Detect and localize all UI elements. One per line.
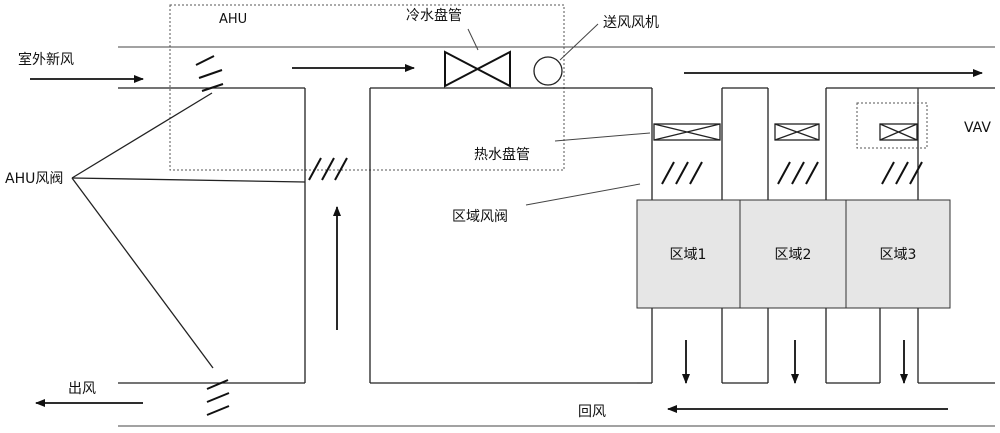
return-ducts <box>637 308 995 384</box>
zone-damper-label: 区域风阀 <box>452 209 508 225</box>
supply-fan-symbol <box>533 56 563 86</box>
chilled-coil-symbol <box>444 50 511 88</box>
mixing-damper-symbol <box>308 157 348 181</box>
exhaust-air-label: 出风 <box>68 381 96 397</box>
zone-ducts <box>651 87 995 200</box>
ahu-damper-leaders <box>71 92 306 369</box>
zone-damper-symbols <box>661 161 923 185</box>
return-air-label: 回风 <box>578 404 606 420</box>
outdoor-air-label: 室外新风 <box>18 51 74 68</box>
chilled-coil-label: 冷水盘管 <box>406 7 462 24</box>
exhaust-damper-symbol <box>206 379 230 416</box>
supply-duct <box>118 46 995 384</box>
zone-label-2: 区域2 <box>775 247 812 263</box>
flow-arrows <box>30 64 983 413</box>
zone-box-3 <box>845 199 951 309</box>
zone-boxes: 区域1 区域2 区域3 <box>636 199 951 309</box>
supply-fan-label: 送风风机 <box>603 15 659 31</box>
hot-coil-symbols <box>653 123 918 141</box>
zone-box-2 <box>739 199 847 309</box>
hot-coil-label: 热水盘管 <box>474 146 530 163</box>
outdoor-damper-symbol <box>195 55 224 92</box>
ahu-damper-label: AHU风阀 <box>5 171 63 187</box>
zone-label-1: 区域1 <box>670 247 707 263</box>
zone-label-3: 区域3 <box>880 247 917 263</box>
ahu-label: AHU <box>219 12 247 27</box>
exhaust-duct <box>118 382 995 427</box>
leader-lines <box>467 23 919 206</box>
vav-enclosure <box>856 102 928 149</box>
vav-label: VAV <box>964 120 991 136</box>
